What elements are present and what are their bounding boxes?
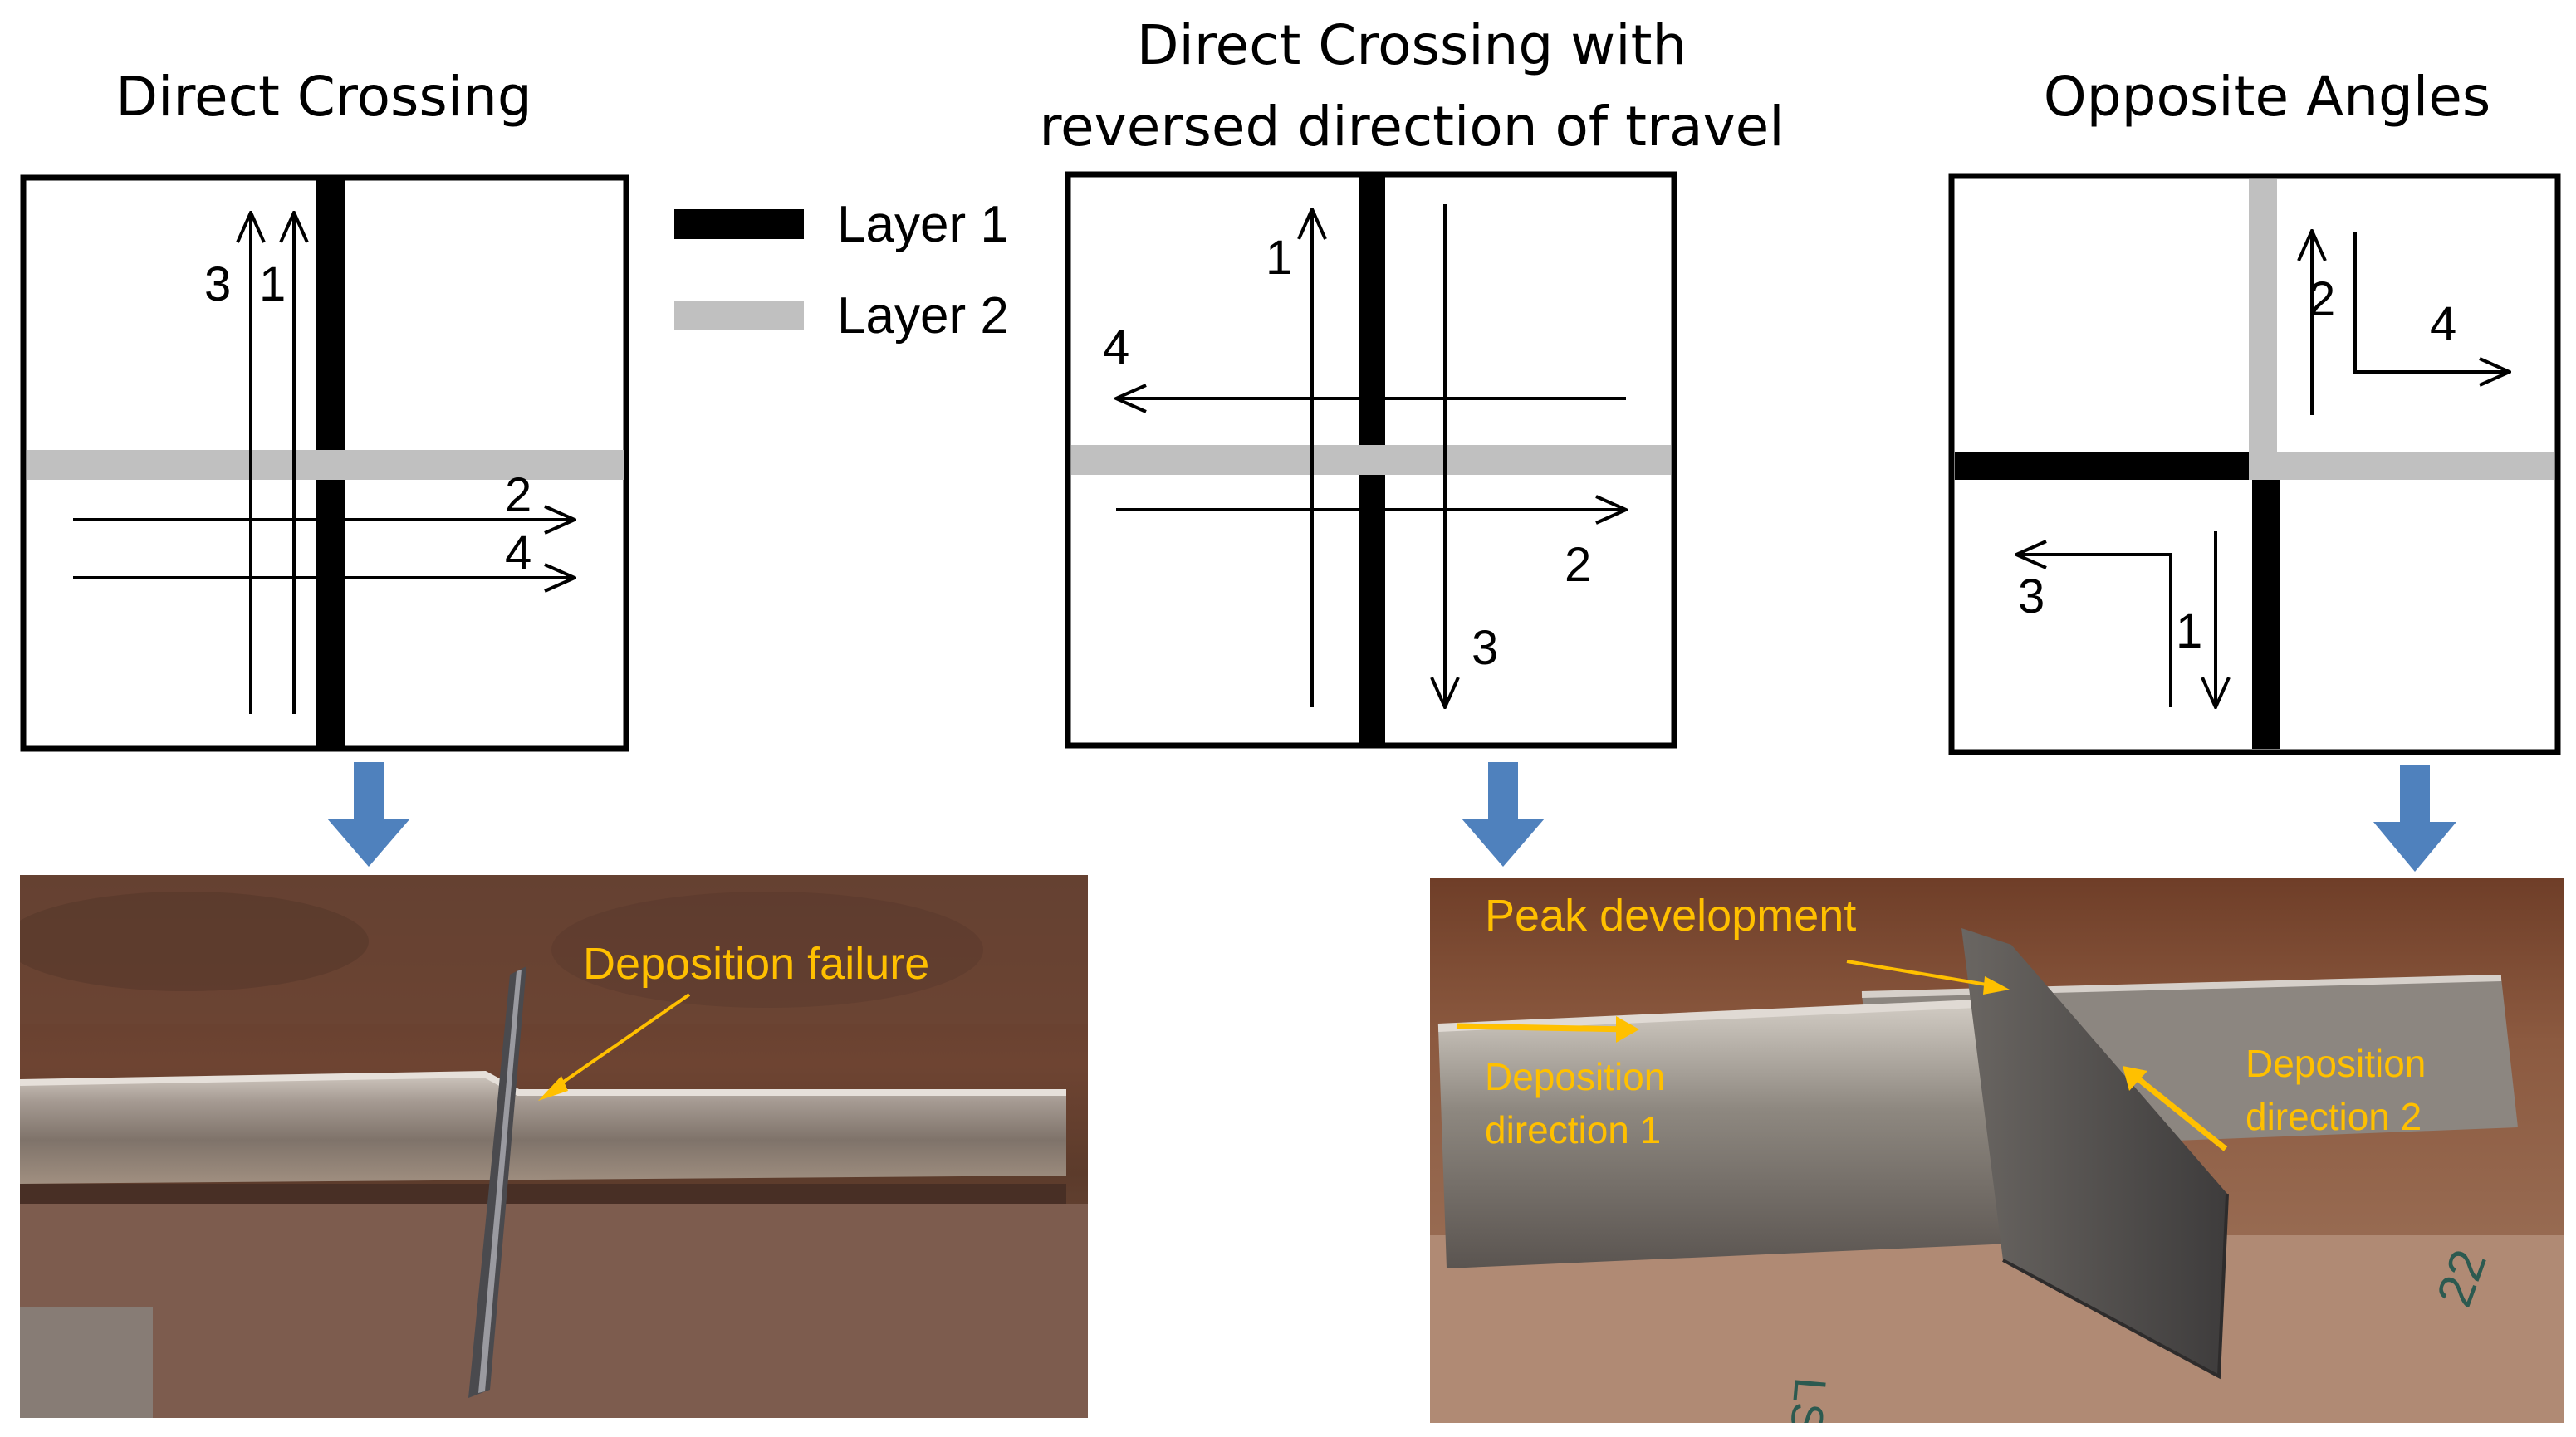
svg-text:LST: LST: [1778, 1376, 1834, 1423]
middle-label-3: 3: [1472, 621, 1498, 675]
right-layer2-vertical: [2249, 179, 2277, 480]
photo-right-dir2-line2: direction 2: [2245, 1095, 2422, 1138]
photo-peak-development: 22 LST: [1430, 878, 2564, 1423]
right-layer2-horizontal: [2249, 452, 2554, 480]
middle-label-4: 4: [1103, 320, 1129, 374]
title-reversed-line2: reversed direction of travel: [1039, 95, 1785, 159]
legend-label-layer2: Layer 2: [837, 287, 1009, 345]
right-path-3: [2016, 555, 2172, 707]
photo-right-render: 22 LST: [1430, 878, 2564, 1423]
left-label-4: 4: [505, 526, 531, 580]
right-layer1-horizontal: [1955, 452, 2280, 480]
photo-left-render: [20, 875, 1088, 1418]
legend-label-layer1: Layer 1: [837, 196, 1009, 253]
right-label-4: 4: [2430, 297, 2456, 351]
right-label-1: 1: [2176, 604, 2202, 658]
flow-arrow-middle: [1462, 762, 1545, 867]
photo-deposition-failure: [20, 875, 1088, 1418]
flow-arrow-left: [327, 762, 410, 867]
title-opposite-angles: Opposite Angles: [2043, 65, 2491, 129]
photo-right-dir1-line1: Deposition: [1485, 1055, 1666, 1098]
right-label-3: 3: [2018, 569, 2045, 623]
left-label-1: 1: [259, 257, 286, 311]
right-layer1-vertical: [2252, 452, 2280, 749]
middle-layer2-bar: [1071, 445, 1671, 475]
right-label-2: 2: [2309, 272, 2335, 326]
legend-swatch-layer2: [674, 301, 804, 330]
photo-left-label: Deposition failure: [583, 939, 930, 989]
photo-right-dir1-line2: direction 1: [1485, 1108, 1662, 1151]
middle-label-1: 1: [1266, 231, 1292, 285]
title-reversed-line1: Direct Crossing with: [1136, 13, 1687, 77]
right-path-4: [2353, 232, 2510, 372]
middle-label-2: 2: [1565, 538, 1591, 592]
left-layer2-bar: [27, 450, 624, 480]
title-direct-crossing: Direct Crossing: [115, 65, 532, 129]
left-label-2: 2: [505, 468, 531, 522]
photo-right-peak-label: Peak development: [1485, 891, 1857, 941]
flow-arrow-right: [2373, 765, 2456, 872]
left-label-3: 3: [204, 257, 231, 311]
legend-swatch-layer1: [674, 209, 804, 239]
photo-right-dir2-line1: Deposition: [2245, 1042, 2427, 1085]
